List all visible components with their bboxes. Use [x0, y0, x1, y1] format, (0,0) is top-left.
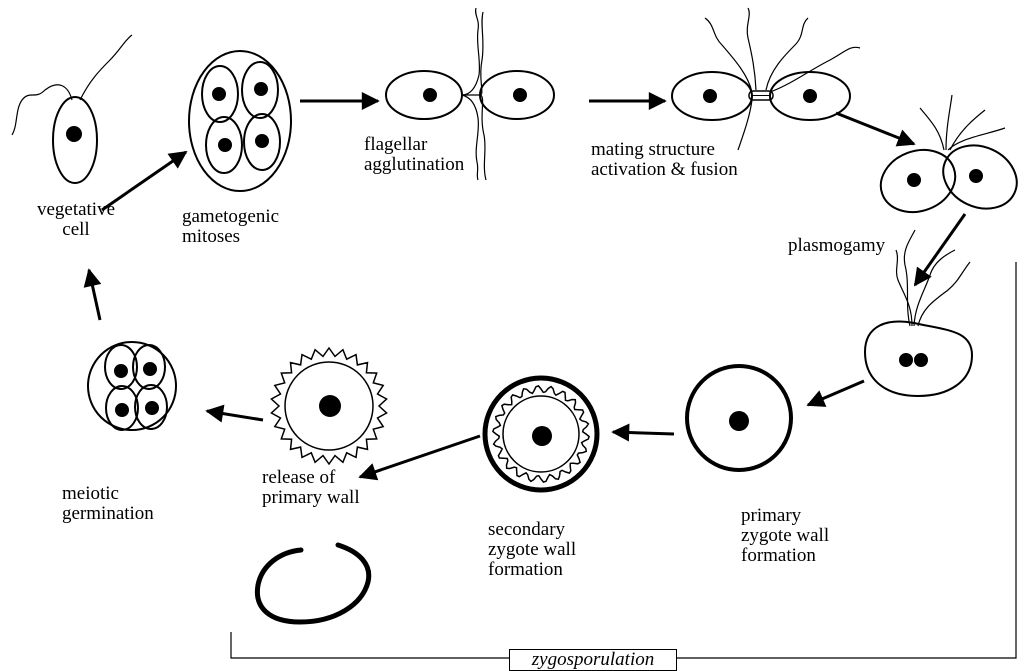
- discarded-primary-wall: [257, 545, 368, 622]
- label-line: agglutination: [364, 155, 464, 175]
- label-line: activation & fusion: [591, 160, 738, 180]
- label-line: cell: [26, 220, 126, 240]
- label-meiotic-germination: meiotic germination: [62, 484, 154, 524]
- arrow-zygote-to-primary-wall: [808, 381, 864, 405]
- label-line: meiotic: [62, 484, 154, 504]
- label-line: mitoses: [182, 227, 279, 247]
- label-vegetative-cell: vegetative cell: [26, 200, 126, 240]
- label-primary-zygote-wall: primary zygote wall formation: [741, 506, 829, 566]
- arrow-meiotic-to-vegetative: [89, 270, 100, 320]
- arrow-secondary-to-release: [360, 436, 480, 477]
- primary-wall-zygote: [687, 366, 791, 470]
- arrow-release-to-meiotic: [207, 411, 263, 420]
- label-flagellar-agglutination: flagellar agglutination: [364, 135, 464, 175]
- label-release-primary-wall: release of primary wall: [262, 468, 360, 508]
- label-line: vegetative: [26, 200, 126, 220]
- label-line: zygote wall: [741, 526, 829, 546]
- mating-fusion-cells: [672, 8, 860, 150]
- label-gametogenic-mitoses: gametogenic mitoses: [182, 207, 279, 247]
- cycle-arrows: [89, 101, 965, 477]
- vegetative-cell: [12, 35, 132, 183]
- spiky-zygospore: [271, 348, 386, 464]
- label-mating-structure: mating structure activation & fusion: [591, 140, 738, 180]
- gametogenic-cell: [189, 51, 291, 191]
- label-line: release of: [262, 468, 360, 488]
- arrow-primary-to-secondary: [613, 432, 674, 434]
- zygosporulation-label: zygosporulation: [509, 649, 677, 671]
- secondary-wall-zygote: [485, 378, 597, 490]
- label-line: formation: [488, 560, 576, 580]
- label-plasmogamy: plasmogamy: [788, 236, 885, 256]
- plasmogamy-cells: [872, 95, 1024, 222]
- label-line: primary: [741, 506, 829, 526]
- label-line: gametogenic: [182, 207, 279, 227]
- label-line: plasmogamy: [788, 236, 885, 256]
- label-line: flagellar: [364, 135, 464, 155]
- label-line: secondary: [488, 520, 576, 540]
- arrow-plasmogamy-to-zygote: [915, 214, 965, 285]
- label-line: mating structure: [591, 140, 738, 160]
- meiotic-germination-cell: [88, 342, 176, 430]
- label-line: zygote wall: [488, 540, 576, 560]
- arrow-mating-to-plasmogamy: [836, 113, 914, 144]
- label-line: germination: [62, 504, 154, 524]
- label-line: formation: [741, 546, 829, 566]
- label-line: primary wall: [262, 488, 360, 508]
- label-secondary-zygote-wall: secondary zygote wall formation: [488, 520, 576, 580]
